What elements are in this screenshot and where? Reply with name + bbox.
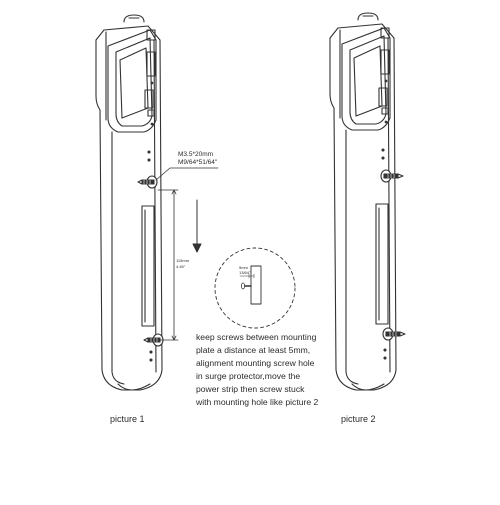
instruction-line: plate a distance at least 5mm,	[196, 345, 311, 355]
screw-spec-metric: M3.5*20mm	[178, 151, 214, 158]
instruction-text: keep screws between mounting plate a dis…	[196, 331, 318, 409]
screw-upper-picture-1	[137, 175, 158, 189]
power-strip-picture-2	[329, 12, 397, 391]
move-down-arrow-icon	[192, 199, 202, 253]
screw-lower-picture-1	[143, 333, 164, 347]
instruction-line: power strip then screw stuck	[196, 384, 305, 394]
detail-gap-imperial-label: 13/64''	[239, 270, 251, 275]
screw-spec-imperial: M9/64*51/64''	[178, 159, 218, 166]
screw-lower-picture-2	[382, 327, 406, 341]
instruction-line: in surge protector,move the	[196, 371, 301, 381]
screw-upper-picture-2	[380, 169, 404, 183]
caption-picture-2: picture 2	[341, 414, 376, 424]
caption-picture-1: picture 1	[110, 414, 145, 424]
power-strip-picture-1	[95, 14, 163, 391]
instruction-line: keep screws between mounting	[196, 332, 317, 342]
screw-spec-leader	[155, 167, 219, 181]
detail-gap-metric-label: 5mm	[239, 265, 248, 270]
instruction-line: with mounting hole like picture 2	[196, 397, 319, 407]
detail-circle	[214, 247, 296, 329]
spacing-imperial-label: 4.45''	[176, 264, 186, 269]
spacing-dimension	[157, 189, 179, 341]
instruction-line: alignment mounting screw hole	[196, 358, 315, 368]
spacing-metric-label: 115mm	[176, 258, 190, 263]
